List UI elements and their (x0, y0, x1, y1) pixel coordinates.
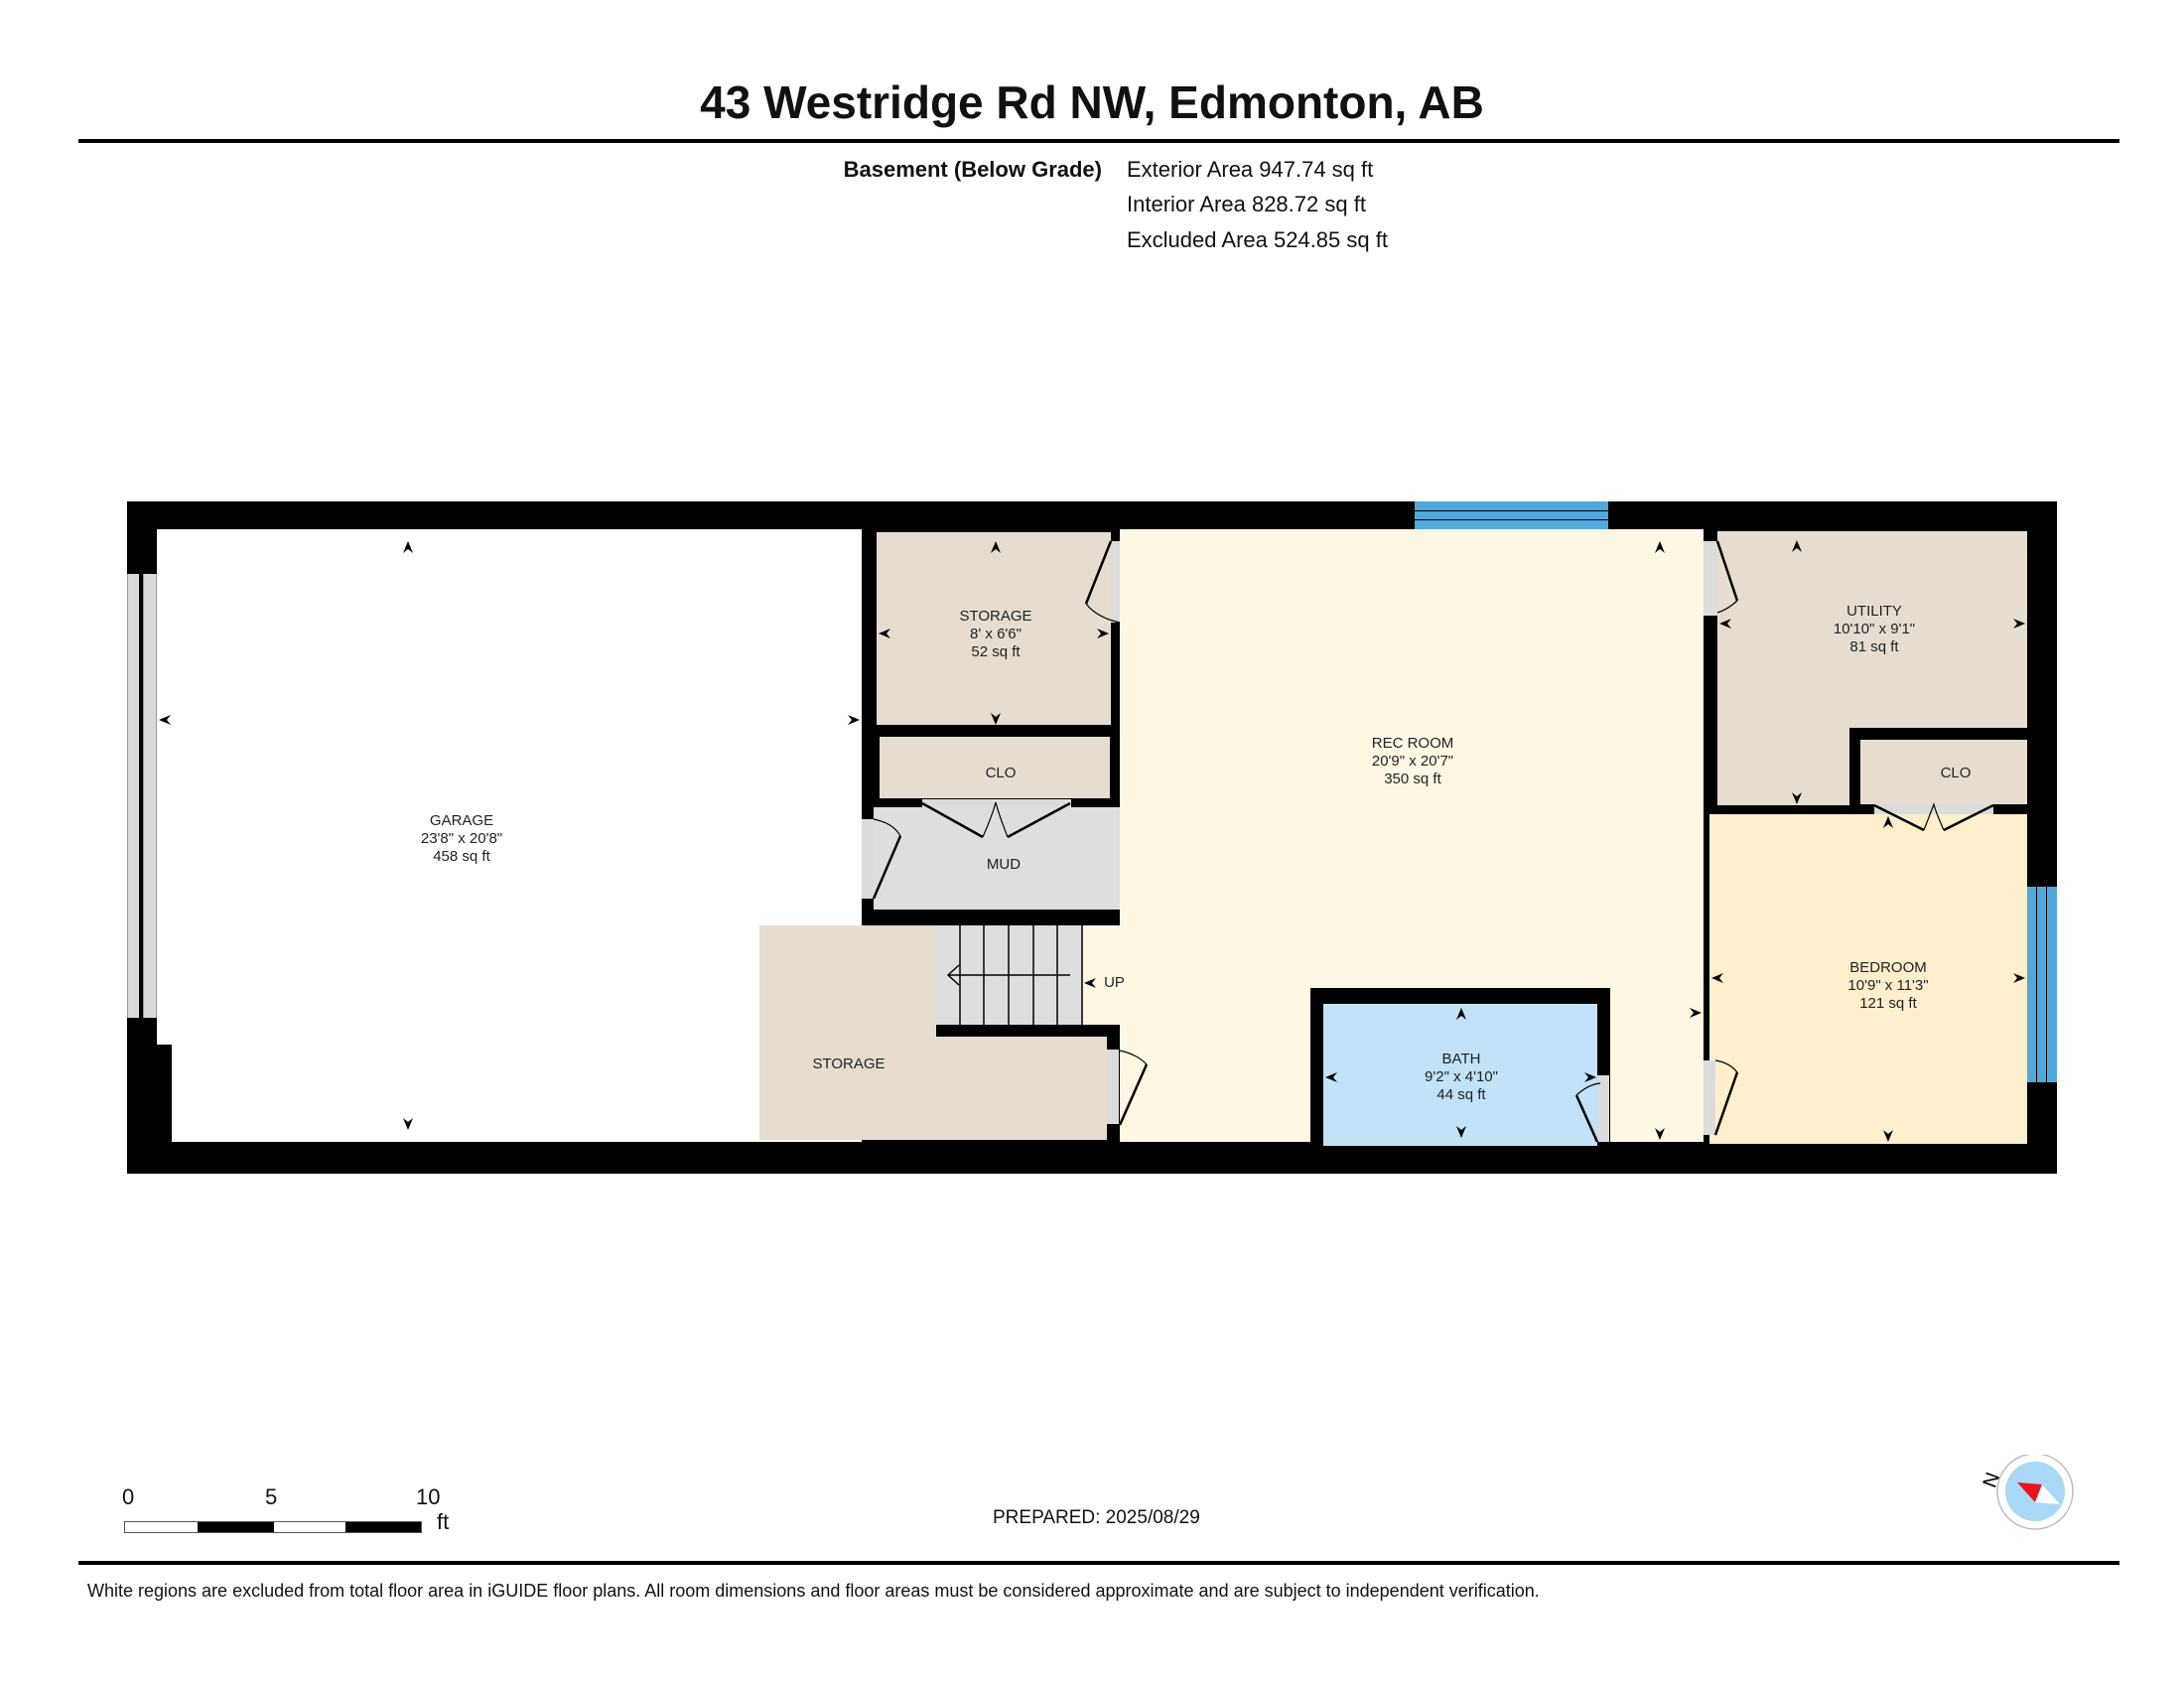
utility-label: UTILITY 10'10" x 9'1" 81 sq ft (1795, 603, 1954, 656)
scale-unit: ft (437, 1509, 450, 1534)
storage-upper-label: STORAGE 8' x 6'6" 52 sq ft (921, 608, 1070, 661)
garage-window-mullion (139, 574, 143, 1018)
mud-label: MUD (986, 856, 1022, 873)
storage-lower-door-gap (1107, 1050, 1119, 1124)
scale-tick-5: 5 (265, 1484, 278, 1509)
header-divider (78, 139, 2119, 143)
scale-tick-10: 10 (416, 1484, 441, 1509)
scale-bar-graphic (124, 1521, 422, 1533)
storage-lower-label: STORAGE (812, 1055, 886, 1072)
bedroom-name: BEDROOM (1849, 959, 1927, 976)
rec-room-area: 350 sq ft (1384, 771, 1441, 787)
room-storage-upper[interactable] (877, 532, 1111, 725)
exterior-area: Exterior Area 947.74 sq ft (1127, 157, 1374, 182)
page-title: 43 Westridge Rd NW, Edmonton, AB (700, 76, 1484, 128)
window-line (1415, 519, 1608, 520)
room-garage[interactable] (157, 529, 862, 1045)
room-garage-lower (172, 1045, 862, 1142)
room-utility[interactable] (1717, 531, 2027, 728)
bedroom-door-gap (1704, 1060, 1715, 1135)
prepared-date: PREPARED: 2025/08/29 (993, 1507, 1200, 1528)
compass: N (1976, 1453, 2075, 1544)
stairs[interactable] (936, 925, 1082, 1025)
floor-label: Basement (Below Grade) (843, 157, 1102, 182)
rec-stair-landing (1082, 925, 1120, 1025)
storage-upper-area: 52 sq ft (971, 643, 1021, 660)
closet-left-door-gap (922, 799, 1071, 807)
compass-n-label: N (1979, 1470, 2005, 1490)
storage-upper-dims: 8' x 6'6" (970, 626, 1022, 642)
stairs-up-label: UP (1104, 974, 1125, 991)
rec-room-label: REC ROOM 20'9" x 20'7" 350 sq ft (1313, 735, 1512, 788)
scale-tick-0: 0 (122, 1484, 135, 1509)
bedroom-dims: 10'9" x 11'3" (1847, 977, 1929, 994)
utility-name: UTILITY (1846, 603, 1902, 620)
mud-garage-door-gap (862, 819, 874, 899)
window-line (2036, 887, 2037, 1082)
garage-window-inner (143, 574, 157, 1018)
closet-right-label: CLO (1940, 765, 1972, 781)
bedroom-area: 121 sq ft (1859, 995, 1917, 1012)
footer-disclaimer: White regions are excluded from total fl… (87, 1581, 1540, 1601)
room-closet-right[interactable] (1860, 740, 2027, 804)
rec-room-dims: 20'9" x 20'7" (1371, 753, 1454, 770)
bath-label: BATH 9'2" x 4'10" 44 sq ft (1387, 1051, 1536, 1104)
compass-icon: N (1979, 1453, 2074, 1530)
room-storage-lower[interactable] (759, 925, 936, 1140)
room-utility-lower (1717, 728, 1849, 805)
bath-door-gap (1597, 1075, 1609, 1142)
bath-dims: 9'2" x 4'10" (1425, 1068, 1498, 1085)
garage-name: GARAGE (429, 812, 494, 829)
excluded-area: Excluded Area 524.85 sq ft (1127, 227, 1388, 252)
interior-area: Interior Area 828.72 sq ft (1127, 192, 1366, 216)
closet-left-label: CLO (985, 765, 1017, 781)
utility-area: 81 sq ft (1849, 638, 1899, 655)
closet-right-door-gap (1874, 804, 1993, 814)
bedroom-label: BEDROOM 10'9" x 11'3" 121 sq ft (1809, 959, 1968, 1013)
utility-dims: 10'10" x 9'1" (1833, 621, 1916, 637)
utility-door-gap (1704, 541, 1717, 616)
garage-dims: 23'8" x 20'8" (420, 830, 503, 847)
bedroom-window (2027, 887, 2057, 1082)
footer-divider (78, 1561, 2119, 1565)
window-line (1415, 510, 1608, 511)
storage-upper-name: STORAGE (959, 608, 1032, 625)
rec-room-name: REC ROOM (1371, 735, 1454, 752)
room-bedroom[interactable] (1709, 814, 2027, 1144)
rec-room-window (1415, 501, 1608, 529)
room-storage-lower-ext (936, 1037, 1107, 1140)
room-bath[interactable] (1323, 1004, 1597, 1146)
storage-upper-door-gap (1111, 541, 1120, 623)
garage-area: 458 sq ft (433, 848, 490, 865)
window-line (2046, 887, 2047, 1082)
garage-label: GARAGE 23'8" x 20'8" 458 sq ft (362, 812, 561, 866)
bath-name: BATH (1441, 1051, 1481, 1067)
room-closet-left[interactable] (880, 737, 1110, 798)
bath-area: 44 sq ft (1436, 1086, 1486, 1103)
